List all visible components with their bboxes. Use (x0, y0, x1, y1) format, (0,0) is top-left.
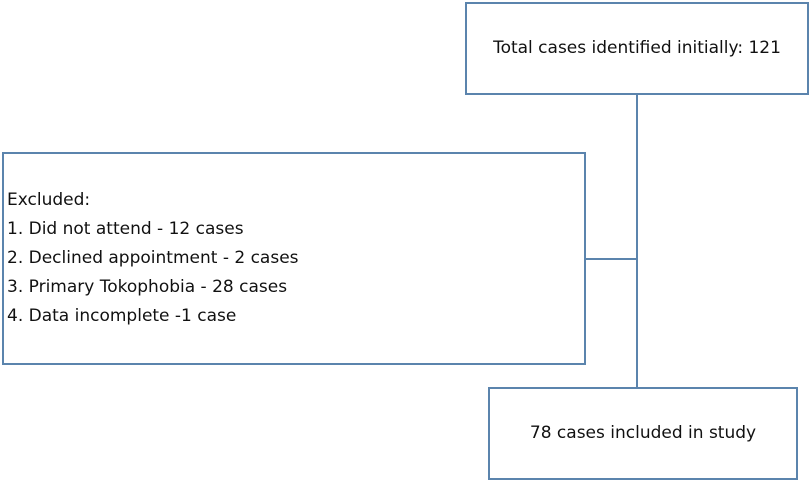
included-cases-box: 78 cases included in study (488, 387, 798, 480)
excluded-item: 4. Data incomplete -1 case (7, 306, 237, 326)
excluded-item: 3. Primary Tokophobia - 28 cases (7, 277, 288, 297)
excluded-cases-box: Excluded: 1. Did not attend - 12 cases 2… (2, 152, 586, 365)
initial-cases-box: Total cases identified initially: 121 (465, 2, 809, 95)
excluded-heading: Excluded: (7, 190, 91, 210)
initial-cases-label: Total cases identified initially: 121 (493, 38, 781, 58)
excluded-list: Excluded: 1. Did not attend - 12 cases 2… (7, 186, 299, 331)
excluded-item: 2. Declined appointment - 2 cases (7, 248, 299, 268)
included-cases-label: 78 cases included in study (529, 423, 757, 443)
excluded-item: 1. Did not attend - 12 cases (7, 219, 244, 239)
